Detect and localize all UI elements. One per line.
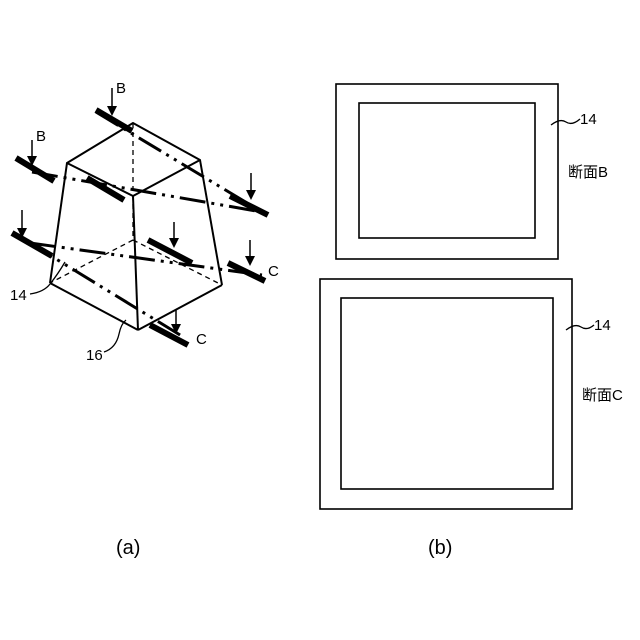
marker-c-bottom: C (196, 331, 207, 348)
ref-label-14-c: 14 (594, 317, 611, 334)
ref-label-14-a: 14 (10, 287, 27, 304)
section-c-drawing: 14 断面C (320, 279, 623, 509)
arrowhead-c3 (245, 256, 255, 266)
caption-b: (b) (428, 537, 452, 559)
marker-c-right: C (268, 263, 279, 280)
section-b-drawing: 14 断面B (336, 84, 608, 259)
leader-line-16 (104, 320, 126, 352)
ref-label-16: 16 (86, 347, 103, 364)
cut-mark-b2 (96, 110, 132, 131)
section-b-outer (336, 84, 558, 259)
caption-a: (a) (116, 537, 140, 559)
section-line-b (16, 88, 268, 215)
section-b-label: 断面B (568, 164, 608, 181)
arrowhead-b3 (246, 190, 256, 200)
section-c-label: 断面C (582, 387, 623, 404)
section-c-outer (320, 279, 572, 509)
cut-mark-b1 (16, 158, 54, 181)
cut-line-c-upper (30, 243, 262, 275)
section-c-inner (341, 298, 553, 489)
leader-line-14-c (566, 325, 594, 330)
edge-front (133, 196, 138, 330)
edge-bottom-front-left (50, 283, 138, 330)
edge-bottom-front-right (138, 285, 222, 330)
marker-b-left: B (36, 128, 46, 145)
cut-mark-b4 (230, 196, 268, 215)
ref-label-14-b: 14 (580, 111, 597, 128)
marker-b-top: B (116, 80, 126, 97)
section-b-inner (359, 103, 535, 238)
arrowhead-c2 (169, 238, 179, 248)
hidden-edge-bottom-right (133, 240, 222, 285)
leader-line-14-b (551, 119, 580, 125)
frustum-drawing (50, 123, 222, 330)
